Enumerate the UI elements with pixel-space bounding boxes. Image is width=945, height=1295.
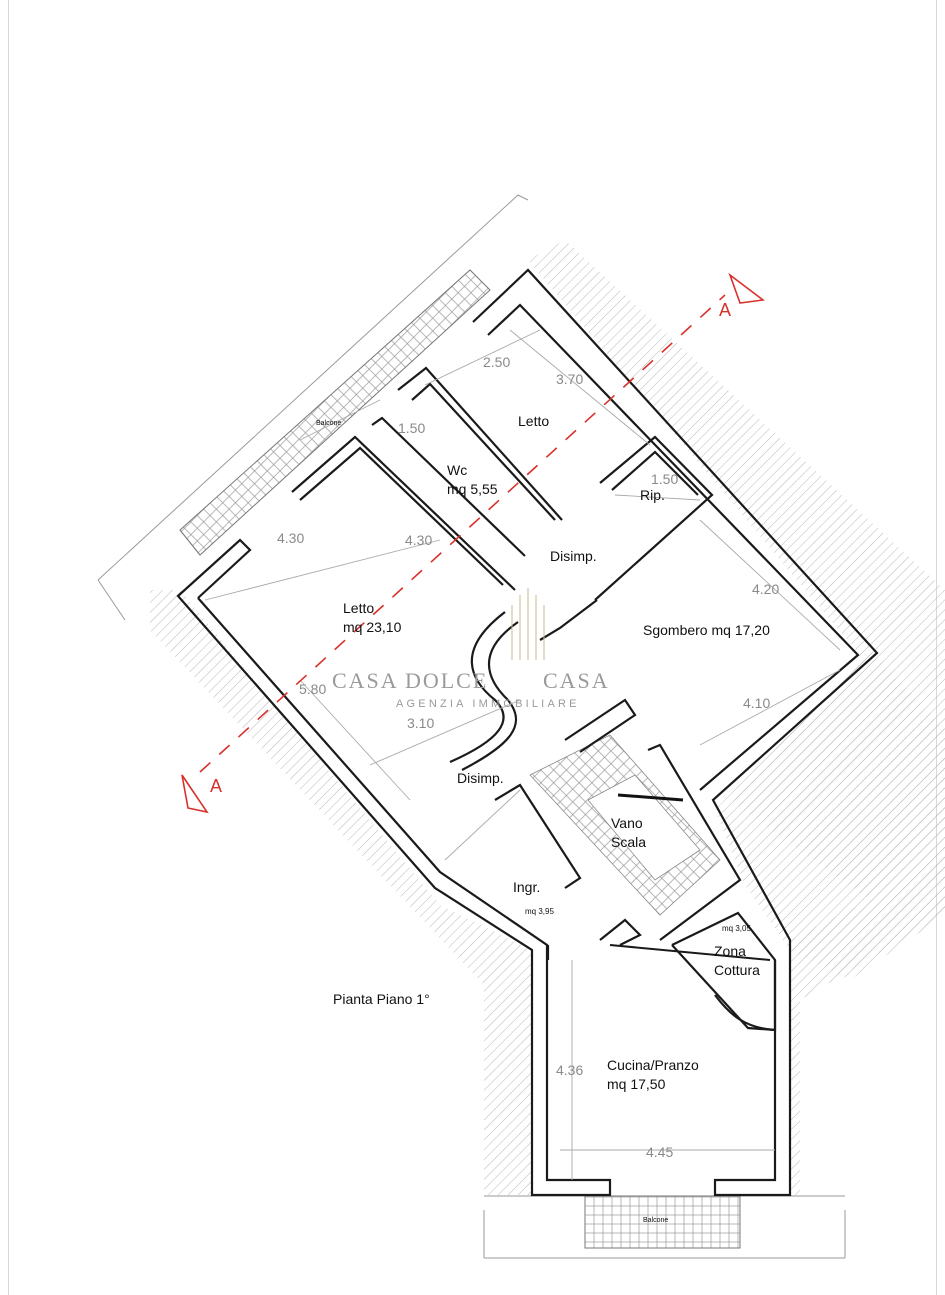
balcone-bottom-label: Balcone xyxy=(643,1217,668,1224)
dimension-430-right: 4.30 xyxy=(405,532,432,548)
watermark-subtitle: AGENZIA IMMOBILIARE xyxy=(396,698,580,710)
dimension-150-rip: 1.50 xyxy=(651,471,678,487)
room-rip-label: Rip. xyxy=(640,487,665,503)
room-cucina-area: mq 17,50 xyxy=(607,1076,666,1092)
room-disimp-top-label: Disimp. xyxy=(550,548,597,564)
watermark-left: CASA DOLCE xyxy=(332,668,488,693)
room-disimp-bottom-label: Disimp. xyxy=(457,770,504,786)
room-letto-main-area: mq 23,10 xyxy=(343,619,402,635)
section-arrow-top-icon xyxy=(728,272,766,304)
room-scala-label: Scala xyxy=(611,834,646,850)
room-letto-main-label: Letto xyxy=(343,600,374,616)
section-arrow-bottom-icon xyxy=(181,774,209,814)
plan-title: Pianta Piano 1° xyxy=(333,991,430,1007)
dimension-420: 4.20 xyxy=(752,581,779,597)
dimension-250: 2.50 xyxy=(483,354,510,370)
room-sgombero-label: Sgombero mq 17,20 xyxy=(643,622,770,638)
section-line xyxy=(181,272,766,814)
dimension-410: 4.10 xyxy=(743,695,770,711)
stairs xyxy=(529,734,721,916)
room-ingr-area: mq 3,95 xyxy=(525,907,554,916)
room-zona-area: mq 3,05 xyxy=(722,924,751,933)
section-marker-bottom: A xyxy=(210,776,222,796)
room-letto-top-label: Letto xyxy=(518,413,549,429)
walls xyxy=(176,268,879,1197)
room-cottura-label: Cottura xyxy=(714,962,760,978)
property-outline xyxy=(97,194,846,1259)
watermark-logo-icon xyxy=(511,588,545,660)
dimension-436: 4.36 xyxy=(556,1062,583,1078)
balcone-top-label: Balcone xyxy=(316,420,341,427)
dimension-370: 3.70 xyxy=(556,371,583,387)
watermark-right: CASA xyxy=(543,668,610,693)
dimension-310: 3.10 xyxy=(407,715,434,731)
room-cucina-label: Cucina/Pranzo xyxy=(607,1057,699,1073)
dimension-430-left: 4.30 xyxy=(277,530,304,546)
dimension-150-wc: 1.50 xyxy=(398,420,425,436)
room-ingr-label: Ingr. xyxy=(513,879,540,895)
dimension-lines xyxy=(204,329,841,1180)
room-wc-label: Wc xyxy=(447,462,467,478)
room-zona-label: Zona xyxy=(714,943,746,959)
balcone-bottom xyxy=(584,1195,741,1249)
hatched-surroundings xyxy=(150,240,945,1195)
room-vano-label: Vano xyxy=(611,815,643,831)
dimension-445: 4.45 xyxy=(646,1144,673,1160)
room-wc-area: mq 5,55 xyxy=(447,481,498,497)
dimension-580: 5.80 xyxy=(299,681,326,697)
section-marker-top: A xyxy=(719,300,731,320)
balcone-top xyxy=(179,269,491,556)
